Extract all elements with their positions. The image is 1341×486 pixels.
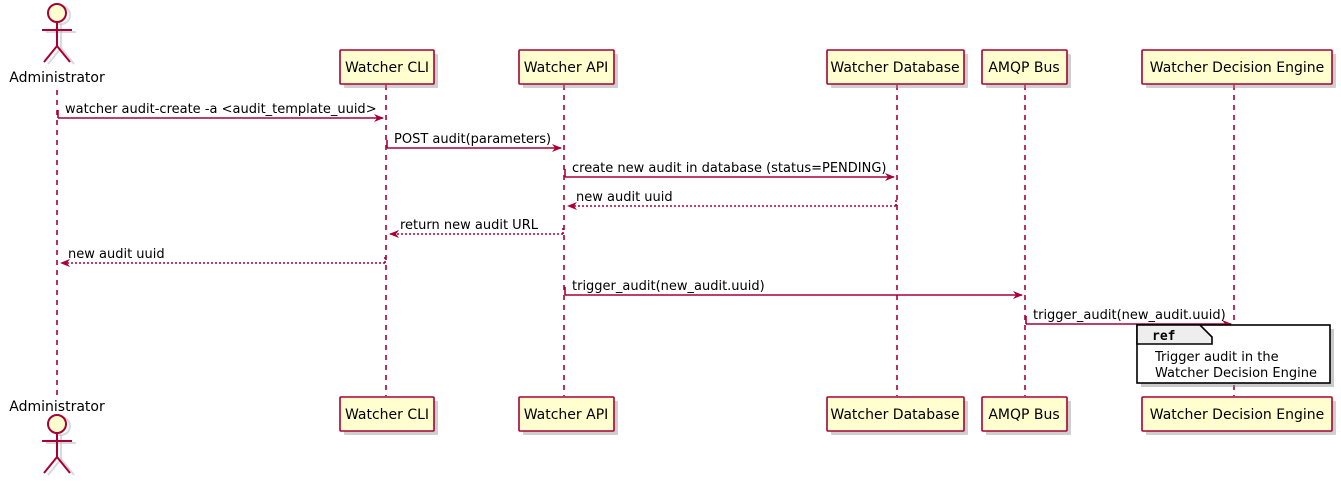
participant-box-amqp-bus-bottom[interactable]: AMQP Bus bbox=[981, 396, 1071, 435]
participant-label-amqp-bus-bottom: AMQP Bus bbox=[988, 407, 1059, 423]
participant-box-watcher-database-top[interactable]: Watcher Database bbox=[826, 49, 968, 88]
ref-fragment-tab bbox=[1136, 324, 1213, 345]
actor-head-icon-bottom bbox=[47, 414, 67, 434]
ref-fragment-line-2: Watcher Decision Engine bbox=[1155, 366, 1317, 381]
participant-box-amqp-bus-top[interactable]: AMQP Bus bbox=[981, 49, 1071, 88]
actor-shadow bbox=[46, 5, 76, 65]
message-2[interactable]: POST audit(parameters) bbox=[386, 132, 562, 152]
actor-administrator-top[interactable]: Administrator bbox=[9, 3, 105, 86]
ref-fragment-tag-label: ref bbox=[1152, 329, 1175, 344]
actor-leg-left-bottom bbox=[43, 456, 58, 474]
ref-fragment[interactable]: ref Trigger audit in the Watcher Decisio… bbox=[1136, 324, 1334, 387]
message-4[interactable]: new audit uuid bbox=[567, 190, 897, 210]
participant-label-watcher-database-bottom: Watcher Database bbox=[830, 407, 959, 423]
participant-box-watcher-decision-engine-bottom[interactable]: Watcher Decision Engine bbox=[1141, 396, 1336, 435]
participant-label-watcher-decision-engine-top: Watcher Decision Engine bbox=[1150, 60, 1324, 76]
message-label-5: return new audit URL bbox=[400, 218, 539, 233]
actor-leg-right bbox=[56, 45, 71, 63]
actor-head-icon bbox=[47, 3, 67, 23]
actor-label-administrator-bottom: Administrator bbox=[9, 399, 105, 415]
message-label-3: create new audit in database (status=PEN… bbox=[572, 161, 887, 176]
actor-label-administrator-top: Administrator bbox=[9, 70, 105, 86]
participant-box-watcher-database-bottom[interactable]: Watcher Database bbox=[826, 396, 968, 435]
message-5[interactable]: return new audit URL bbox=[389, 218, 564, 238]
message-8[interactable]: trigger_audit(new_audit.uuid) bbox=[1025, 308, 1232, 328]
message-1[interactable]: watcher audit-create -a <audit_template_… bbox=[57, 102, 384, 122]
ref-fragment-line-1: Trigger audit in the bbox=[1154, 350, 1279, 365]
participant-label-watcher-database-top: Watcher Database bbox=[830, 60, 959, 76]
participant-label-watcher-decision-engine-bottom: Watcher Decision Engine bbox=[1150, 407, 1324, 423]
participant-label-watcher-cli-bottom: Watcher CLI bbox=[345, 407, 429, 423]
participant-label-watcher-api-bottom: Watcher API bbox=[524, 407, 609, 423]
participant-label-watcher-api-top: Watcher API bbox=[524, 60, 609, 76]
actor-leg-left bbox=[43, 45, 58, 63]
participant-box-watcher-cli-top[interactable]: Watcher CLI bbox=[339, 49, 438, 88]
message-label-8: trigger_audit(new_audit.uuid) bbox=[1033, 308, 1226, 323]
message-3[interactable]: create new audit in database (status=PEN… bbox=[564, 161, 895, 181]
message-label-2: POST audit(parameters) bbox=[394, 132, 551, 147]
participant-box-watcher-api-bottom[interactable]: Watcher API bbox=[518, 396, 618, 435]
participant-label-amqp-bus-top: AMQP Bus bbox=[988, 60, 1059, 76]
message-7[interactable]: trigger_audit(new_audit.uuid) bbox=[564, 279, 1023, 299]
message-label-6: new audit uuid bbox=[68, 247, 165, 262]
participant-box-watcher-api-top[interactable]: Watcher API bbox=[518, 49, 618, 88]
participant-box-watcher-cli-bottom[interactable]: Watcher CLI bbox=[339, 396, 438, 435]
message-label-7: trigger_audit(new_audit.uuid) bbox=[572, 279, 765, 294]
message-label-1: watcher audit-create -a <audit_template_… bbox=[65, 102, 377, 117]
message-label-4: new audit uuid bbox=[576, 190, 673, 205]
participant-box-watcher-decision-engine-top[interactable]: Watcher Decision Engine bbox=[1141, 49, 1336, 88]
lifelines bbox=[56, 85, 1235, 396]
message-6[interactable]: new audit uuid bbox=[60, 247, 386, 267]
actor-leg-right-bottom bbox=[56, 456, 71, 474]
participant-label-watcher-cli-top: Watcher CLI bbox=[345, 60, 429, 76]
actor-administrator-bottom[interactable]: Administrator bbox=[9, 399, 105, 476]
